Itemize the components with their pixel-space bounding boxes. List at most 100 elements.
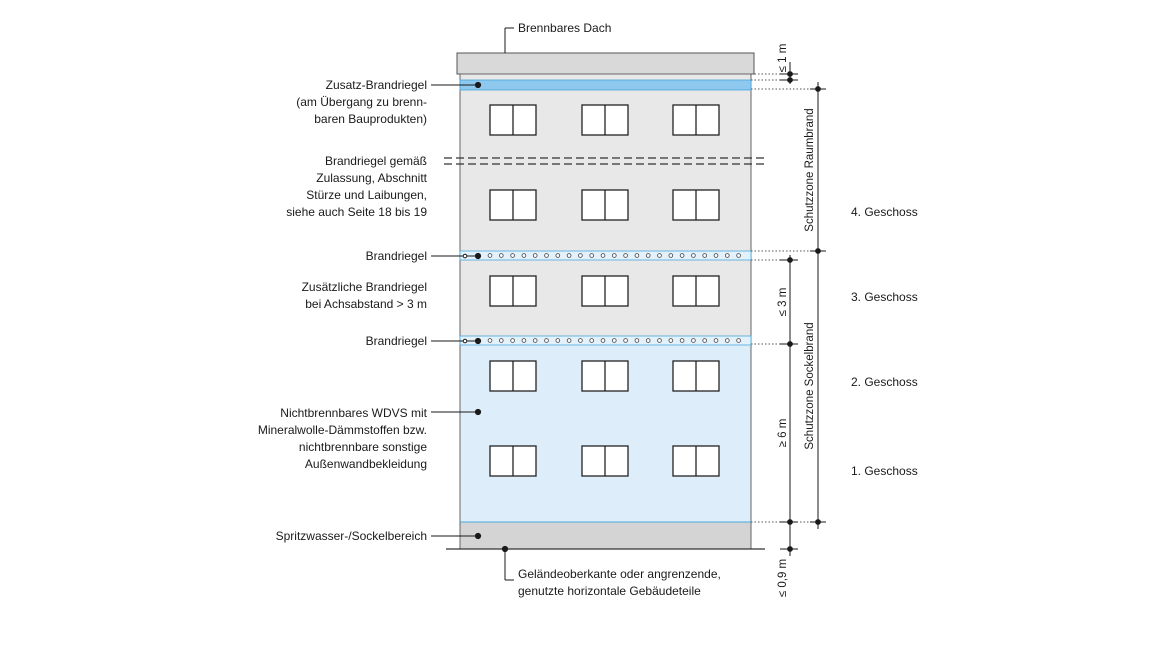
brandriegel-band-1 [459, 250, 752, 261]
dowel-dot [510, 338, 515, 343]
dowel-dot [600, 338, 606, 343]
dowel-dot [736, 338, 741, 343]
zone-raumbrand-label: Schutzzone Raumbrand [804, 108, 816, 231]
wdvs-label-2: Mineralwolle-Dämmstoffen bzw. [258, 423, 427, 437]
right-dimensions [751, 62, 826, 556]
zusatz-label-1: Zusatz-Brandriegel [326, 78, 427, 92]
dowel-dot [691, 338, 696, 343]
dowel-dot [566, 338, 572, 343]
windows [489, 104, 720, 477]
dowel-dot [645, 253, 651, 258]
brandriegel-label-2: Brandriegel [366, 334, 427, 348]
zusaetzliche-label-1: Zusätzliche Brandriegel [302, 280, 427, 294]
ground-label-1: Geländeoberkante oder angrenzende, [518, 567, 721, 581]
dim-bottom-label: ≤ 0,9 m [777, 559, 789, 597]
window [489, 189, 537, 221]
window [581, 360, 629, 392]
dowel-dot [544, 338, 549, 343]
window [581, 189, 629, 221]
floor-label-4: 4. Geschoss [851, 205, 918, 219]
dowel-dot [668, 338, 674, 343]
zusatz-label-2: (am Übergang zu brenn- [296, 95, 427, 109]
left-labels: Brennbares Dach Zusatz-Brandriegel (am Ü… [258, 21, 721, 598]
dowel-dot [634, 338, 640, 343]
dowel-dot [611, 253, 617, 258]
dowel-dot [555, 338, 561, 343]
wdvs-label-4: Außenwandbekleidung [305, 457, 427, 471]
zusaetzliche-label-2: bei Achsabstand > 3 m [305, 297, 427, 311]
dowel-dot [510, 253, 515, 258]
dowel-dot [521, 338, 527, 343]
dowel-dot [657, 253, 662, 258]
roof-slab [456, 52, 755, 75]
wdvs-label-3: nichtbrennbare sonstige [299, 440, 427, 454]
floor-labels: 4. Geschoss 3. Geschoss 2. Geschoss 1. G… [851, 205, 918, 478]
dowel-dot [679, 253, 685, 258]
gemaess-label-1: Brandriegel gemäß [325, 154, 427, 168]
window [489, 104, 537, 136]
dowel-dot [521, 253, 527, 258]
roof-label: Brennbares Dach [518, 21, 611, 35]
dowel-dot [668, 253, 674, 258]
dowel-dot [623, 253, 628, 258]
dowel-dot [498, 338, 504, 343]
floor-label-3: 3. Geschoss [851, 290, 918, 304]
dowel-dot [724, 253, 730, 258]
zulassung-brandriegel-lines [444, 157, 768, 165]
window [672, 360, 720, 392]
plinth [460, 522, 751, 549]
dowel-dot [498, 253, 504, 258]
zusatz-label-3: baren Bauprodukten) [314, 112, 427, 126]
dowel-dot [623, 338, 628, 343]
brandriegel-label-1: Brandriegel [366, 249, 427, 263]
dowel-dot [713, 338, 719, 343]
wdvs-label-1: Nichtbrennbares WDVS mit [280, 406, 427, 420]
window [581, 275, 629, 307]
zone-sockelbrand-label: Schutzzone Sockelbrand [804, 322, 816, 449]
window [672, 104, 720, 136]
brandriegel-dowels-1 [487, 253, 741, 258]
gemaess-label-2: Zulassung, Abschnitt [316, 171, 427, 185]
spritzwasser-label: Spritzwasser-/Sockelbereich [276, 529, 427, 543]
dowel-dot [544, 253, 549, 258]
dowel-dot [589, 338, 594, 343]
dowel-dot [691, 253, 696, 258]
dowel-dot [679, 338, 685, 343]
dowel-dot [566, 253, 572, 258]
dim-top-label: ≤ 1 m [777, 44, 789, 73]
window [672, 189, 720, 221]
left-leaders [431, 27, 514, 581]
dowel-dot [657, 338, 662, 343]
dowel-dot [645, 338, 651, 343]
dim-six-label: ≥ 6 m [777, 419, 789, 448]
window [581, 104, 629, 136]
dowel-dot [487, 253, 493, 258]
dim-mid-label: ≤ 3 m [777, 288, 789, 317]
window [489, 275, 537, 307]
dowel-dot [600, 253, 606, 258]
dowel-dot [713, 253, 719, 258]
window [581, 445, 629, 477]
gemaess-label-4: siehe auch Seite 18 bis 19 [286, 205, 427, 219]
gemaess-label-3: Stürze und Laibungen, [306, 188, 427, 202]
dowel-dot [532, 338, 538, 343]
ground-label-2: genutzte horizontale Gebäudeteile [518, 584, 701, 598]
dowel-dot [634, 253, 640, 258]
dowel-dot [736, 253, 741, 258]
dowel-dot [555, 253, 561, 258]
window [489, 445, 537, 477]
window [672, 445, 720, 477]
dowel-dot [578, 253, 583, 258]
dowel-dot [611, 338, 617, 343]
window [489, 360, 537, 392]
floor-label-1: 1. Geschoss [851, 464, 918, 478]
brandriegel-band-2 [459, 335, 752, 346]
dowel-dot [724, 338, 730, 343]
dowel-dot [589, 253, 594, 258]
brandriegel-dowels-2 [487, 338, 741, 343]
window [672, 275, 720, 307]
dowel-dot [578, 338, 583, 343]
dowel-dot [702, 253, 707, 258]
floor-label-2: 2. Geschoss [851, 375, 918, 389]
